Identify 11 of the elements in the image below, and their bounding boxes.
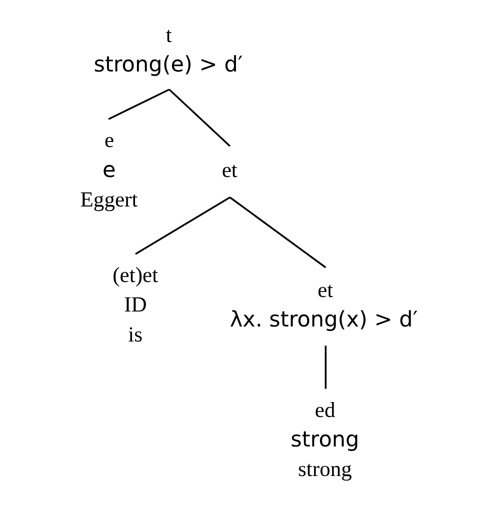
node-text: ed strong strong	[290, 398, 360, 482]
node-text: (et)et ID is	[112, 263, 158, 346]
node-text: e e Eggert	[80, 128, 138, 212]
node-text: et	[222, 158, 238, 182]
node-text: et λx. strong(x) > d′	[230, 278, 418, 333]
node-text: t strong(e) > d′	[94, 23, 243, 78]
connector	[229, 196, 326, 268]
connector	[108, 88, 170, 120]
connector	[324, 346, 327, 389]
connector	[135, 196, 230, 255]
connector	[168, 88, 231, 147]
